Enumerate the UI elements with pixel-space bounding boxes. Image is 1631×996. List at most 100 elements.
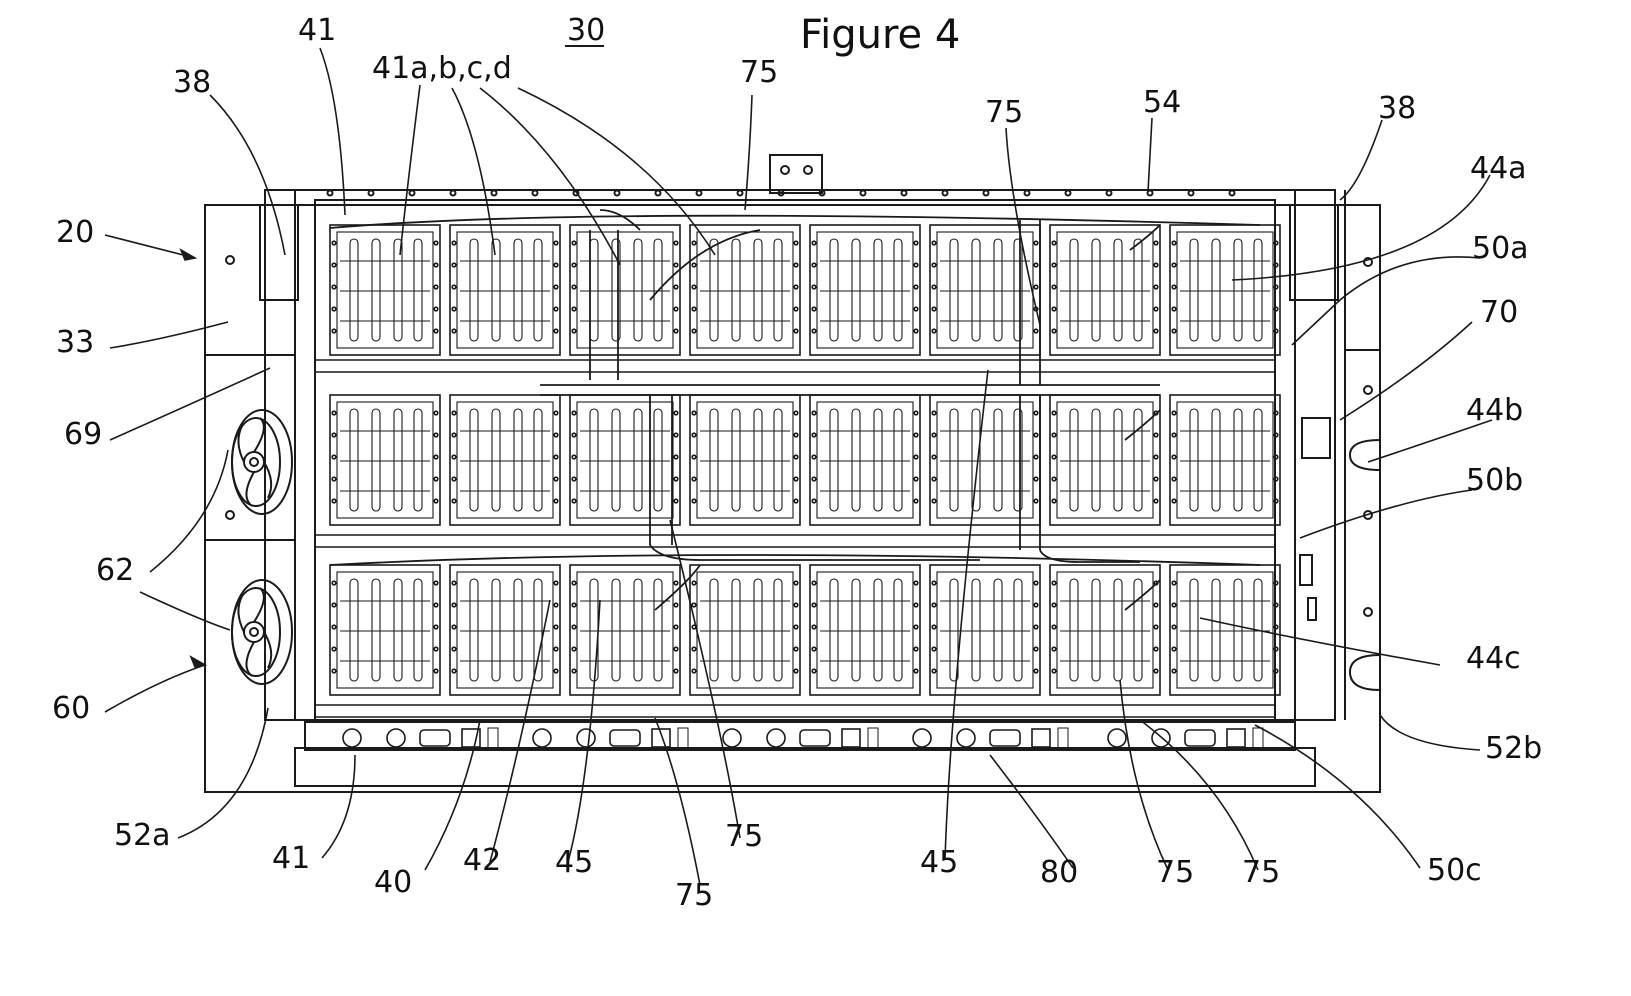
cell-dot — [434, 263, 438, 267]
cell-dot — [1172, 411, 1176, 415]
fan-blade — [238, 426, 244, 462]
cell-dot — [554, 581, 558, 585]
leader-line — [110, 368, 270, 440]
reference-label: 38 — [1378, 91, 1416, 126]
cell-tube — [1134, 579, 1142, 681]
connector-round — [577, 729, 595, 747]
cell-tube — [1114, 409, 1122, 511]
cell-tube — [1234, 579, 1242, 681]
cell-tube — [732, 239, 740, 341]
rivet — [369, 191, 374, 196]
cell-dot — [452, 285, 456, 289]
connector-square — [1032, 729, 1050, 747]
arrowhead — [191, 657, 205, 667]
cell-dot — [1052, 433, 1056, 437]
cell-dot — [572, 241, 576, 245]
cell-dot — [452, 263, 456, 267]
cell-dot — [674, 603, 678, 607]
cell-dot — [332, 455, 336, 459]
cell-dot — [434, 411, 438, 415]
cell-module — [570, 225, 680, 355]
fans — [232, 410, 292, 684]
cell-module — [570, 395, 680, 525]
mount-hole — [226, 511, 234, 519]
right-notch — [1350, 655, 1380, 690]
cell-dot — [1172, 625, 1176, 629]
cell-dot — [554, 499, 558, 503]
reference-label: 70 — [1480, 295, 1518, 330]
cell-dot — [1172, 647, 1176, 651]
reference-label: 80 — [1040, 855, 1078, 890]
cell-dot — [434, 477, 438, 481]
right-notch — [1350, 440, 1380, 470]
leader-line — [1300, 490, 1472, 538]
cell-dot — [812, 307, 816, 311]
cell-dot — [1034, 499, 1038, 503]
cell-dot — [434, 669, 438, 673]
cell-tube — [590, 239, 598, 341]
cell-tube — [1190, 409, 1198, 511]
cell-dot — [554, 625, 558, 629]
cell-tube — [514, 409, 522, 511]
connector-dsub — [990, 730, 1020, 746]
reference-label: 54 — [1143, 85, 1181, 120]
cell-dot — [554, 307, 558, 311]
connector-dsub — [610, 730, 640, 746]
rivet — [615, 191, 620, 196]
cell-dot — [1052, 411, 1056, 415]
cell-tube — [534, 409, 542, 511]
cell-dot — [1172, 329, 1176, 333]
right-component — [1308, 598, 1316, 620]
cell-dot — [1154, 241, 1158, 245]
cell-dot — [914, 477, 918, 481]
cell-dot — [434, 285, 438, 289]
leader-line — [518, 88, 715, 255]
cell-dot — [1052, 241, 1056, 245]
mount-hole — [1364, 386, 1372, 394]
cell-module-inner — [1057, 232, 1153, 348]
reference-label: 75 — [1156, 855, 1194, 890]
cell-tube — [732, 579, 740, 681]
cell-dot — [1154, 669, 1158, 673]
cell-dot — [812, 499, 816, 503]
cell-dot — [572, 647, 576, 651]
reference-label: 50a — [1472, 231, 1529, 266]
cell-dot — [332, 241, 336, 245]
cell-tube — [1092, 409, 1100, 511]
leader-line — [1148, 118, 1152, 192]
connector-bracket — [678, 728, 688, 748]
cell-tube — [470, 579, 478, 681]
cell-dot — [1052, 263, 1056, 267]
leader-line — [322, 755, 355, 858]
cell-dot — [554, 241, 558, 245]
cell-dot — [1052, 581, 1056, 585]
cell-module-inner — [697, 402, 793, 518]
cell-dot — [812, 433, 816, 437]
cell-dot — [572, 603, 576, 607]
cell-dot — [794, 241, 798, 245]
cell-dot — [932, 455, 936, 459]
cell-tube — [350, 579, 358, 681]
cell-dot — [572, 433, 576, 437]
cell-dot — [932, 411, 936, 415]
fan-blade — [238, 596, 244, 632]
cell-module — [330, 225, 440, 355]
leader-line — [490, 600, 550, 862]
cell-dot — [674, 647, 678, 651]
cell-dot — [572, 329, 576, 333]
cell-dot — [692, 411, 696, 415]
cell-dot — [452, 455, 456, 459]
cell-dot — [812, 647, 816, 651]
cell-tube — [414, 579, 422, 681]
cell-dot — [692, 329, 696, 333]
cell-dot — [1034, 241, 1038, 245]
cell-module — [1170, 395, 1280, 525]
leader-line — [150, 450, 228, 572]
cell-tube — [1254, 239, 1262, 341]
reference-label: 50c — [1427, 853, 1482, 888]
cell-module — [570, 565, 680, 695]
cell-dot — [812, 285, 816, 289]
cell-tube — [492, 409, 500, 511]
connector-round — [343, 729, 361, 747]
leader-line — [990, 755, 1073, 868]
